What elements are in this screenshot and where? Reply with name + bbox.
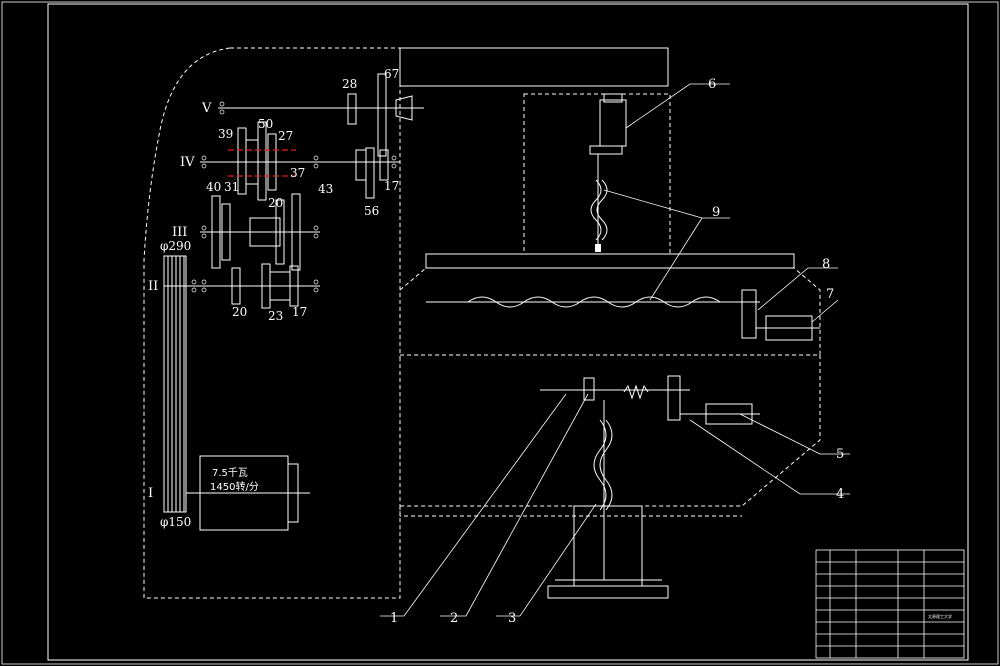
bearing-marks [191,101,397,293]
title-block-school: 太原理工大学 [928,613,952,619]
spindle-screw [590,179,602,241]
callout-3: 3 [508,611,516,626]
gear-20a [249,217,281,247]
table-screw [467,296,721,308]
shaft-label-II: II [148,279,158,294]
vertical-screw [593,419,607,511]
motor-speed: 1450转/分 [210,480,259,493]
gear-label-17a: 17 [384,179,399,193]
gear-label-50: 50 [258,117,273,131]
gear-label-37: 37 [290,166,305,180]
spindle-housing [523,93,671,255]
gear-label-17b: 17 [292,305,307,319]
gear-label-56: 56 [364,204,379,218]
elevating-column [573,505,643,587]
base-plate [547,585,669,599]
gear-37 [275,199,285,265]
knee-outline [400,354,821,507]
gear-label-31: 31 [224,180,239,194]
callout-1: 1 [390,611,398,626]
gear-label-43: 43 [318,182,333,196]
motor-power: 7.5千瓦 [212,467,248,479]
shaft-label-IV: IV [180,155,195,170]
coupling [583,377,595,401]
vertical-screw-2 [599,419,613,511]
gear-label-67: 67 [384,67,399,81]
gear-43 [291,193,301,271]
gear-cluster-iv [245,139,259,185]
gear-label-28: 28 [342,77,357,91]
bevel-gear [395,95,413,121]
spindle-motor [599,99,627,147]
gear-label-23: 23 [268,309,283,323]
title-block: 太原理工大学 [815,549,965,659]
worktable [425,253,795,269]
callout-2: 2 [450,611,458,626]
large-pulley [163,255,187,513]
pulley-label-small: φ150 [160,515,191,529]
leader-lines [380,83,850,617]
base-outline [399,506,742,517]
spring [623,384,649,400]
gear-56 [365,147,375,199]
gear-28 [347,93,357,125]
gear-67 [377,73,387,157]
gear-50 [257,121,267,201]
gear-17a [379,149,389,181]
gear-label-20b: 20 [232,305,247,319]
spindle-tip [595,244,601,252]
saddle-outline [399,267,821,356]
gear-40 [211,195,221,269]
shaft-label-I: I [148,486,153,501]
gear-label-39: 39 [218,127,233,141]
clutch-4 [667,375,681,421]
callout-7: 7 [826,287,834,302]
callout-8: 8 [822,257,830,272]
callout-5: 5 [836,447,844,462]
callout-9: 9 [712,205,720,220]
gear-pair-iv [355,149,367,181]
gear-20b [231,267,241,305]
clutch-8 [741,289,757,339]
spindle-flange [589,145,623,155]
spindle-screw-2 [596,179,608,241]
spindle-motor-cap [603,93,623,103]
callout-6: 6 [708,77,716,92]
gear-27 [267,133,277,191]
pulley-label-large: φ290 [160,239,191,253]
gear-label-20a: 20 [268,196,283,210]
gear-cluster-ii [269,271,291,301]
callout-4: 4 [836,487,844,502]
shaft-label-III: III [172,225,187,240]
overarm-block [399,47,669,87]
gear-label-27: 27 [278,129,293,143]
gear-31 [221,203,231,261]
gear-label-40: 40 [206,180,221,194]
drawing-border [47,3,969,661]
shaft-label-V: V [201,101,212,116]
